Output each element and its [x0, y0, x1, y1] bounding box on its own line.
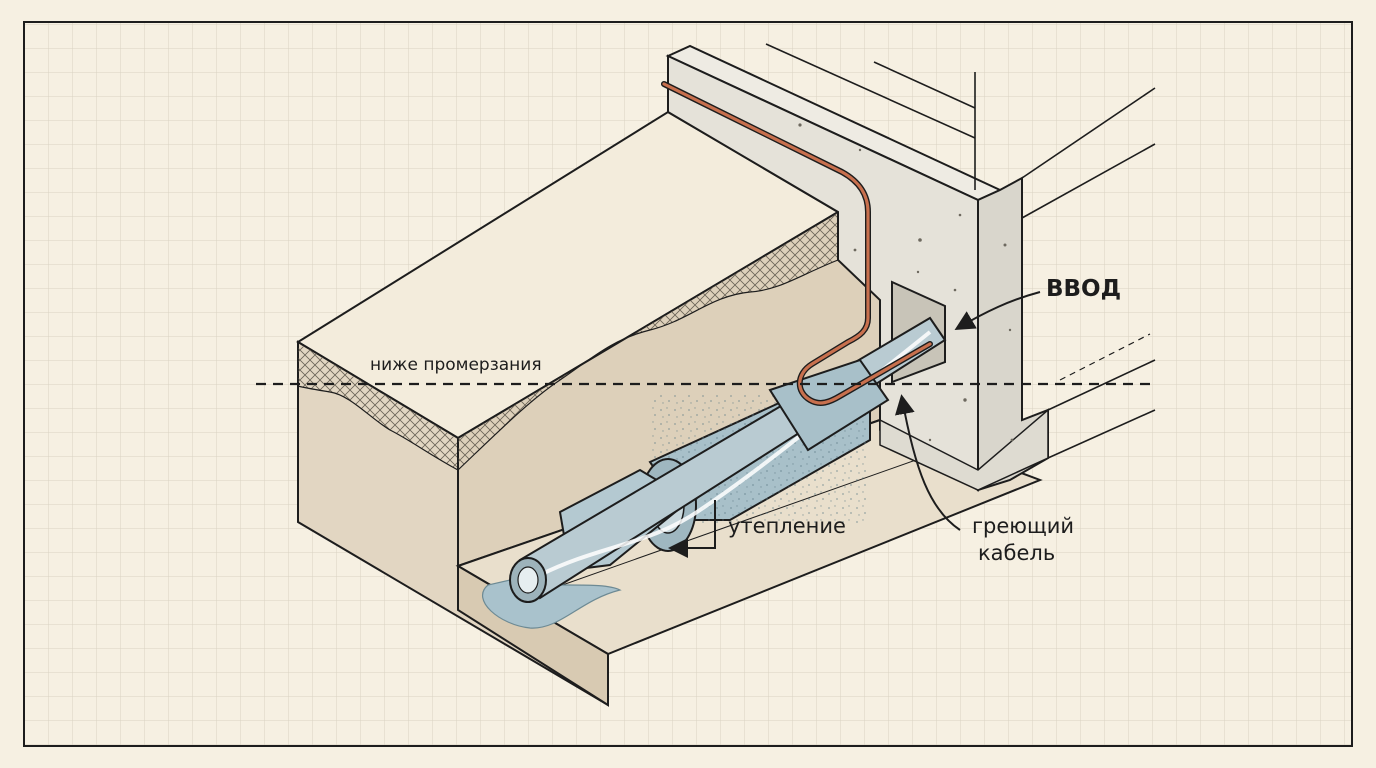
frozen-layer-wall: [457, 210, 839, 472]
heating-cable-label-1: греющий: [972, 514, 1074, 538]
heating-cable-label-2: кабель: [978, 541, 1055, 565]
frozen-layer-front: [297, 340, 459, 472]
callout-insulation: утепление: [668, 500, 846, 558]
entry-arrow: [954, 291, 1041, 331]
dashed-extension-line: [1059, 333, 1151, 381]
pipe-assembly: [481, 81, 947, 629]
building-lines: [765, 43, 1156, 459]
entry-label: ВВОД: [1046, 276, 1121, 302]
callout-heating-cable: греющий кабель: [895, 394, 1074, 565]
insulation-leader: [668, 500, 716, 558]
drawing-frame: [23, 21, 1353, 747]
insulation-label: утепление: [728, 514, 846, 538]
frost-line-label: ниже промерзания: [370, 355, 542, 375]
heating-cable-arrow: [895, 394, 961, 531]
callout-entry: ВВОД: [954, 276, 1121, 331]
